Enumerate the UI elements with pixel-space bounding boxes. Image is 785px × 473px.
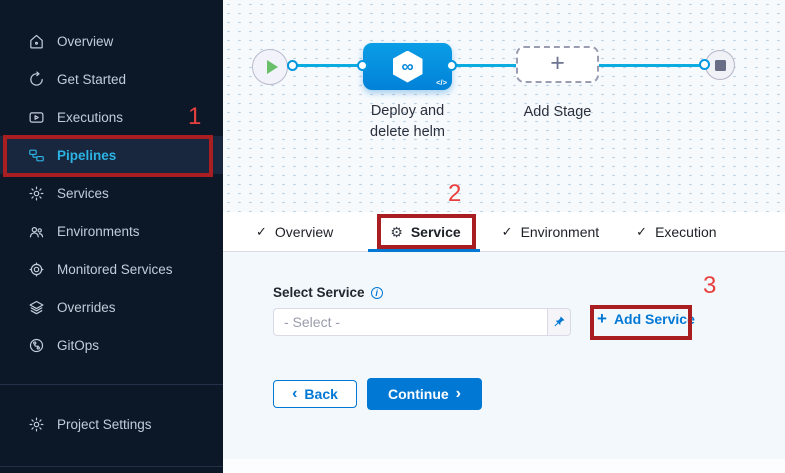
stage-name-line1: Deploy and — [370, 103, 445, 119]
tab-label: Environment — [520, 223, 600, 240]
check-icon: ✓ — [501, 223, 513, 239]
connector-dot — [357, 60, 368, 71]
pipeline-connector-line — [270, 64, 719, 67]
stage-name-label: Deploy and delete helm — [347, 101, 468, 143]
play-icon — [266, 60, 278, 74]
layers-icon — [27, 298, 45, 316]
stage-name-line2: delete helm — [370, 124, 445, 140]
sidebar-nav: Overview Get Started Executions Pipeline… — [0, 22, 223, 364]
sidebar-item-label: Pipelines — [57, 147, 117, 163]
stage-config-tabbar: ✓ Overview ⚙ Service ✓ Environment ✓ Exe… — [223, 212, 785, 252]
gitops-icon — [27, 336, 45, 354]
sidebar-item-label: Overview — [57, 33, 114, 49]
people-icon — [27, 222, 45, 240]
tab-environment[interactable]: ✓ Environment — [502, 224, 600, 240]
gear-icon — [27, 184, 45, 202]
sidebar-item-label: Services — [57, 185, 109, 201]
sidebar-item-gitops[interactable]: GitOps — [0, 326, 223, 364]
sidebar-item-label: Executions — [57, 109, 124, 125]
back-button-label: Back — [304, 386, 338, 402]
service-tab-panel: Select Service i + Add Service ‹ Back Co… — [223, 252, 785, 473]
cd-hexagon-icon: ∞ — [392, 50, 423, 83]
back-button[interactable]: ‹ Back — [273, 380, 357, 408]
sidebar-item-executions[interactable]: Executions — [0, 98, 223, 136]
sidebar-divider — [0, 466, 223, 467]
gear-icon — [27, 415, 45, 433]
info-icon: i — [370, 286, 383, 299]
sidebar-item-services[interactable]: Services — [0, 174, 223, 212]
pipelines-icon — [27, 146, 45, 164]
select-service-group — [273, 308, 571, 336]
active-tab-underline — [368, 249, 480, 252]
tab-label: Service — [410, 223, 461, 240]
monitored-gear-icon — [27, 260, 45, 278]
tab-execution[interactable]: ✓ Execution — [636, 224, 716, 240]
sidebar-item-label: Get Started — [57, 71, 127, 87]
tab-label: Execution — [655, 223, 717, 240]
sidebar-item-label: Monitored Services — [57, 261, 173, 277]
continue-button[interactable]: Continue › — [367, 378, 482, 410]
plus-icon: + — [597, 309, 607, 328]
sidebar-item-overview[interactable]: Overview — [0, 22, 223, 60]
check-icon: ✓ — [636, 223, 648, 239]
tab-label: Overview — [274, 223, 334, 240]
tab-overview[interactable]: ✓ Overview — [256, 224, 333, 240]
pin-button[interactable] — [547, 308, 571, 336]
sidebar-item-environments[interactable]: Environments — [0, 212, 223, 250]
connector-dot — [287, 60, 298, 71]
sidebar-item-label: Environments — [57, 223, 140, 239]
chevron-right-icon: › — [455, 385, 461, 402]
plus-icon: + — [550, 49, 565, 77]
select-service-label: Select Service i — [273, 285, 383, 300]
pin-icon — [554, 316, 565, 327]
sidebar-item-project-settings[interactable]: Project Settings — [0, 405, 223, 443]
home-icon — [27, 32, 45, 50]
select-service-label-text: Select Service — [273, 285, 365, 300]
check-icon: ✓ — [256, 223, 267, 239]
sidebar-item-monitored-services[interactable]: Monitored Services — [0, 250, 223, 288]
add-service-button[interactable]: + Add Service — [597, 310, 695, 327]
pipeline-start-node — [252, 49, 288, 85]
continue-button-label: Continue — [388, 386, 449, 402]
sidebar-divider — [0, 384, 223, 385]
circular-arrow-icon — [27, 70, 45, 88]
sidebar-item-get-started[interactable]: Get Started — [0, 60, 223, 98]
add-service-label: Add Service — [613, 310, 695, 327]
sidebar-item-pipelines[interactable]: Pipelines — [0, 136, 223, 174]
connector-dot — [446, 60, 457, 71]
footer-strip — [223, 459, 785, 473]
stage-node-deploy[interactable]: ∞ </> — [363, 43, 452, 90]
gear-icon: ⚙ — [390, 223, 403, 240]
stop-icon — [714, 59, 726, 71]
infinity-glyph: ∞ — [401, 57, 414, 76]
sidebar: Overview Get Started Executions Pipeline… — [0, 0, 223, 473]
sidebar-footer: Project Settings — [0, 405, 223, 443]
sidebar-item-label: GitOps — [57, 337, 100, 353]
add-stage-label: Add Stage — [523, 104, 592, 120]
connector-dot — [699, 59, 710, 70]
pipeline-canvas[interactable]: ∞ </> + Deploy and delete helm Add Stage — [223, 0, 785, 212]
tab-service[interactable]: ⚙ Service — [390, 224, 460, 240]
sidebar-item-overrides[interactable]: Overrides — [0, 288, 223, 326]
sidebar-item-label: Project Settings — [57, 416, 152, 432]
add-stage-button[interactable]: + — [516, 46, 599, 83]
sidebar-item-label: Overrides — [57, 299, 116, 315]
play-box-icon — [27, 108, 45, 126]
code-icon: </> — [436, 78, 447, 87]
select-service-input[interactable] — [273, 308, 547, 336]
chevron-left-icon: ‹ — [292, 385, 298, 402]
